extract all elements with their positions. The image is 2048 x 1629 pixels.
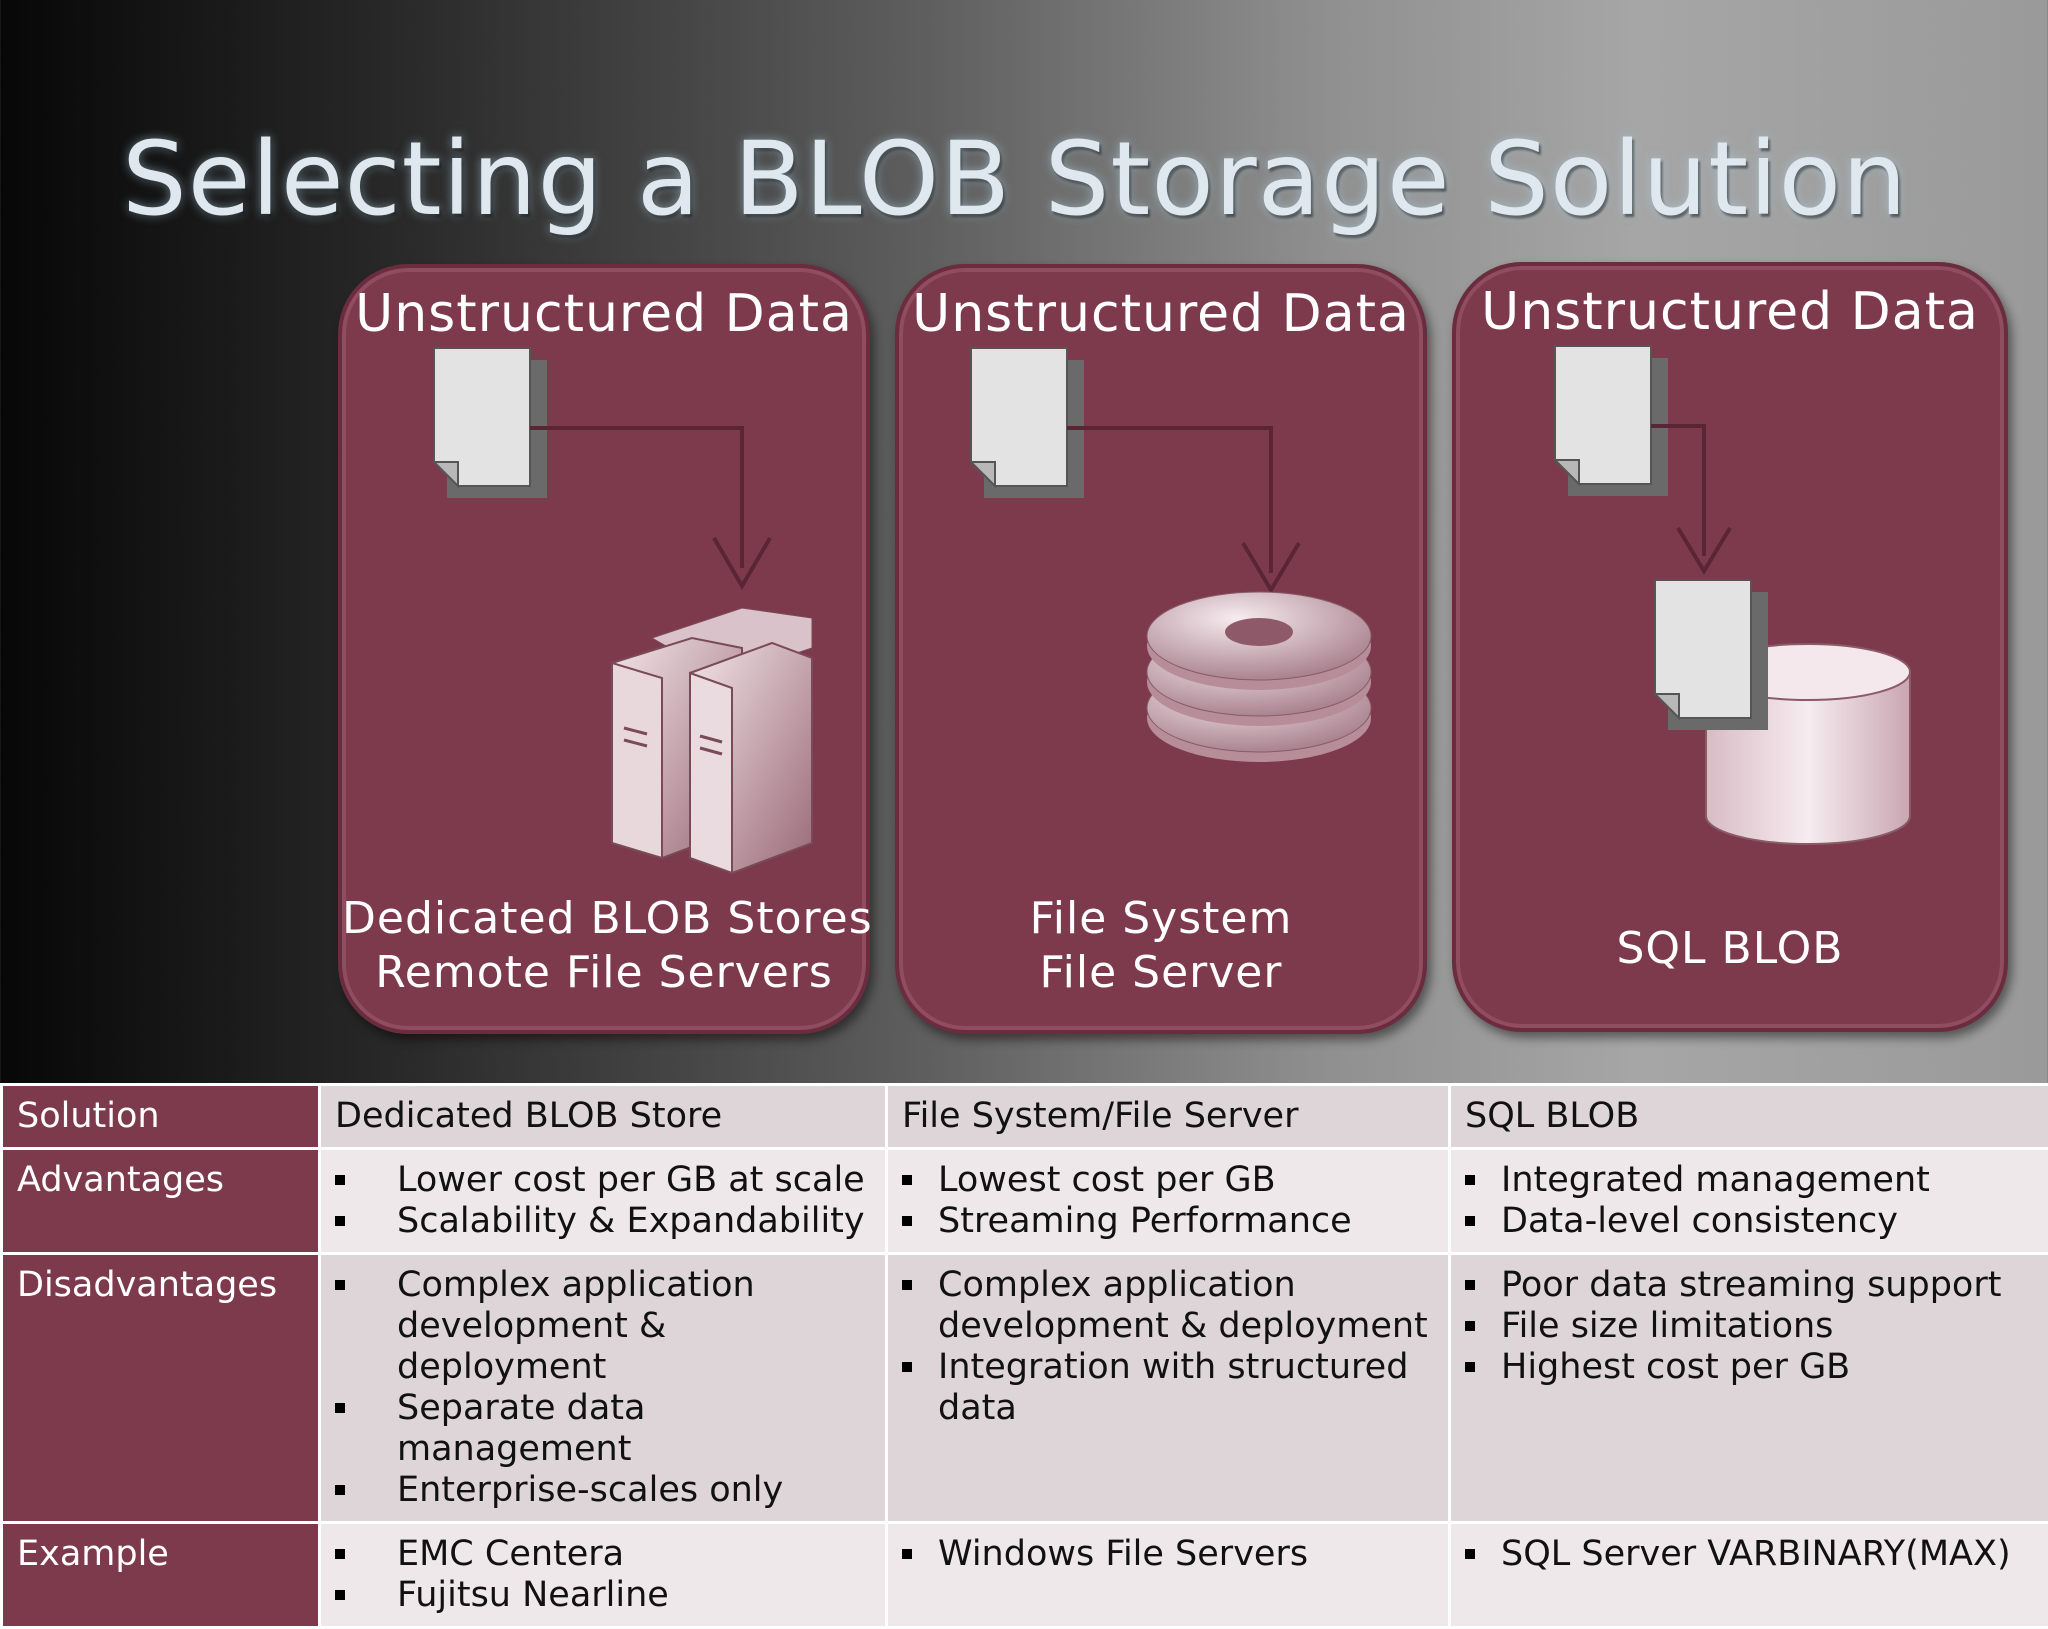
bullet-list: EMC Centera Fujitsu Nearline	[335, 1534, 871, 1616]
bullet-list: Poor data streaming support File size li…	[1465, 1265, 2034, 1388]
panel-3-illustration	[1456, 266, 2012, 1036]
row-header-disadvantages: Disadvantages	[2, 1254, 320, 1523]
document-icon	[1655, 580, 1768, 730]
table-row: Disadvantages Complex application develo…	[2, 1254, 2048, 1523]
document-icon	[1555, 346, 1668, 496]
list-item: Highest cost per GB	[1465, 1347, 2034, 1388]
table-cell: Windows File Servers	[887, 1523, 1450, 1628]
table-cell: SQL Server VARBINARY(MAX)	[1450, 1523, 2048, 1628]
list-item: Scalability & Expandability	[335, 1201, 871, 1242]
disk-platters-icon	[1147, 592, 1371, 762]
document-icon	[971, 348, 1084, 498]
panel-caption: File System File Server	[899, 892, 1423, 1000]
flow-arrow-icon	[530, 428, 770, 586]
slide-title: Selecting a BLOB Storage Solution	[122, 120, 1908, 239]
list-item: Fujitsu Nearline	[335, 1575, 871, 1616]
row-header-example: Example	[2, 1523, 320, 1628]
table-cell: Complex application development & deploy…	[887, 1254, 1450, 1523]
table-row: Solution Dedicated BLOB Store File Syste…	[2, 1085, 2048, 1149]
flow-arrow-icon	[1067, 428, 1299, 590]
caption-line: Remote File Servers	[342, 946, 866, 1000]
document-icon	[434, 348, 547, 498]
panel-dedicated-blob-store: Unstructured Data Dedicated BLOB Stores …	[338, 264, 870, 1034]
bullet-list: Complex application development & deploy…	[902, 1265, 1434, 1429]
table-row: Advantages Lower cost per GB at scale Sc…	[2, 1149, 2048, 1254]
panel-heading: Unstructured Data	[1456, 282, 2004, 342]
row-header-solution: Solution	[2, 1085, 320, 1149]
table-row: Example EMC Centera Fujitsu Nearline Win…	[2, 1523, 2048, 1628]
table-cell: SQL BLOB	[1450, 1085, 2048, 1149]
bullet-list: Integrated management Data-level consist…	[1465, 1160, 2034, 1242]
caption-line: SQL BLOB	[1456, 922, 2004, 976]
table-cell: Integrated management Data-level consist…	[1450, 1149, 2048, 1254]
list-item: Integrated management	[1465, 1160, 2034, 1201]
panel-caption: Dedicated BLOB Stores Remote File Server…	[342, 892, 866, 1000]
panel-heading: Unstructured Data	[899, 284, 1423, 344]
panel-file-system: Unstructured Data File System File Serve…	[895, 264, 1427, 1034]
list-item: Lowest cost per GB	[902, 1160, 1434, 1201]
panel-caption: SQL BLOB	[1456, 922, 2004, 976]
list-item: Data-level consistency	[1465, 1201, 2034, 1242]
bullet-list: SQL Server VARBINARY(MAX)	[1465, 1534, 2034, 1575]
list-item: Poor data streaming support	[1465, 1265, 2034, 1306]
list-item: Integration with structured data	[902, 1347, 1434, 1429]
table-cell: Dedicated BLOB Store	[320, 1085, 887, 1149]
list-item: Complex application development & deploy…	[335, 1265, 871, 1388]
bullet-list: Lower cost per GB at scale Scalability &…	[335, 1160, 871, 1242]
comparison-table: Solution Dedicated BLOB Store File Syste…	[0, 1083, 2048, 1629]
bullet-list: Complex application development & deploy…	[335, 1265, 871, 1511]
panel-sql-blob: Unstructured Data SQL BLOB	[1452, 262, 2008, 1032]
table-cell: Poor data streaming support File size li…	[1450, 1254, 2048, 1523]
table-cell: Lower cost per GB at scale Scalability &…	[320, 1149, 887, 1254]
row-header-advantages: Advantages	[2, 1149, 320, 1254]
list-item: SQL Server VARBINARY(MAX)	[1465, 1534, 2034, 1575]
list-item: EMC Centera	[335, 1534, 871, 1575]
list-item: Complex application development & deploy…	[902, 1265, 1434, 1347]
table-cell: Complex application development & deploy…	[320, 1254, 887, 1523]
list-item: File size limitations	[1465, 1306, 2034, 1347]
caption-line: Dedicated BLOB Stores	[342, 892, 866, 946]
caption-line: File System	[899, 892, 1423, 946]
panel-heading: Unstructured Data	[342, 284, 866, 344]
caption-line: File Server	[899, 946, 1423, 1000]
bullet-list: Lowest cost per GB Streaming Performance	[902, 1160, 1434, 1242]
list-item: Separate data management	[335, 1388, 871, 1470]
list-item: Lower cost per GB at scale	[335, 1160, 871, 1201]
table-cell: File System/File Server	[887, 1085, 1450, 1149]
table-cell: EMC Centera Fujitsu Nearline	[320, 1523, 887, 1628]
bullet-list: Windows File Servers	[902, 1534, 1434, 1575]
server-towers-icon	[612, 608, 812, 873]
list-item: Enterprise-scales only	[335, 1470, 871, 1511]
list-item: Streaming Performance	[902, 1201, 1434, 1242]
list-item: Windows File Servers	[902, 1534, 1434, 1575]
table-cell: Lowest cost per GB Streaming Performance	[887, 1149, 1450, 1254]
